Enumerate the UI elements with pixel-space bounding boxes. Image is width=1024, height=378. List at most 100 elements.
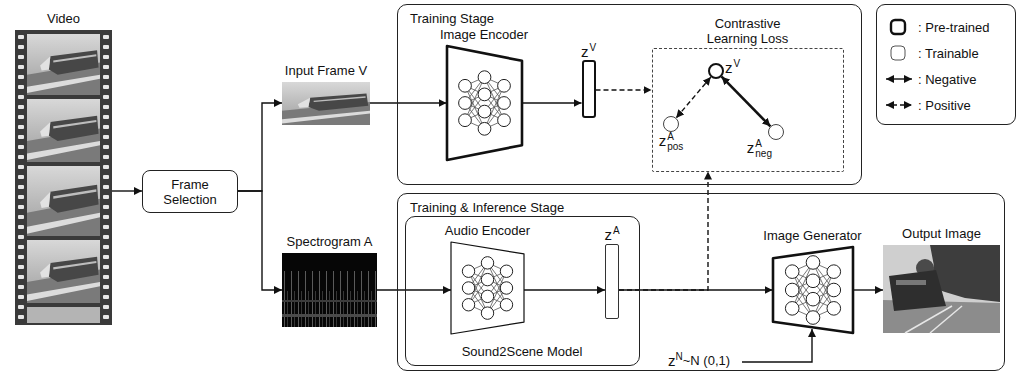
stage-box: Audio EncoderzASound2Scene ModelImage Ge… — [397, 193, 1005, 371]
film-frame — [27, 240, 100, 303]
spectrogram-image — [282, 253, 377, 327]
math-label: zV — [581, 43, 596, 61]
text-holder: Output Image — [902, 224, 981, 242]
output-rail — [930, 306, 962, 333]
network-icon — [773, 247, 853, 333]
math-symbol: z — [725, 59, 733, 77]
text-holder: Training & Inference Stage — [410, 198, 564, 216]
heading-label: Input Frame V — [285, 63, 367, 78]
network-neuron — [785, 264, 799, 278]
math-symbol: z — [668, 352, 676, 370]
legend-sample — [883, 18, 915, 36]
network-neuron — [497, 96, 510, 109]
superscript: V — [734, 59, 741, 69]
loss-box: zVzAposzAnegContrastive Learning Loss — [652, 48, 844, 172]
network-neuron — [497, 113, 510, 126]
network-neuron — [827, 301, 841, 315]
network-neuron — [462, 282, 474, 294]
embedding-bar: zA — [605, 244, 619, 319]
model-box: Audio Encoder zA Sound2Scene Model — [405, 216, 640, 366]
embedding-bar: zV — [582, 60, 596, 118]
process-box: Frame Selection — [142, 170, 238, 213]
math-scripts: Aneg — [755, 139, 772, 159]
output-train-window — [896, 280, 926, 285]
heading-label: Training & Inference Stage — [410, 200, 564, 215]
connector-arrow — [853, 289, 884, 290]
text-holder: Image Generator — [763, 226, 861, 244]
embedding-circle: zAneg — [768, 124, 784, 140]
input-frame-photo — [282, 82, 370, 125]
sprocket-row — [18, 32, 24, 323]
connector-arrow — [112, 190, 142, 191]
network-neuron — [500, 265, 512, 277]
legend-arrow-sample — [886, 104, 912, 105]
spectrogram-band — [282, 314, 377, 317]
network-outline — [451, 242, 524, 334]
network-neuron — [478, 70, 491, 83]
network-neuron — [827, 283, 841, 297]
math-symbol: z — [747, 139, 755, 157]
math-symbol: z — [659, 132, 667, 150]
film-frame — [27, 307, 100, 323]
network-neuron — [806, 255, 820, 269]
heading-label: Training Stage — [410, 11, 494, 26]
network-neuron — [462, 265, 474, 277]
text-holder: Image Encoder — [440, 25, 528, 43]
network-neuron — [458, 113, 471, 126]
spectrogram — [282, 253, 377, 327]
network-neuron — [478, 105, 491, 118]
superscript: A — [667, 132, 683, 142]
math-symbol: z — [604, 226, 612, 244]
heading-label: Contrastive Learning Loss — [693, 16, 803, 46]
legend-row: : Trainable — [877, 40, 1015, 66]
network-neuron — [497, 79, 510, 92]
network-neuron — [481, 273, 493, 285]
text-holder: Input Frame V — [285, 61, 367, 79]
encoder-network: Audio Encoder — [451, 242, 524, 334]
network-neuron — [481, 290, 493, 302]
network-neuron — [462, 299, 474, 311]
film-frame — [27, 34, 100, 95]
image-panel: Output Image — [883, 245, 1000, 333]
embedding-circle: zV — [708, 63, 724, 79]
connector-arrow — [238, 191, 282, 290]
legend-box: : Pre-trained: Trainable: Negative: Posi… — [876, 4, 1016, 125]
output-photo — [883, 245, 1000, 333]
network-neuron — [458, 79, 471, 92]
legend-label: : Trainable — [918, 46, 979, 61]
connector-arrow — [377, 289, 451, 290]
encoder-network: Image Encoder — [447, 46, 522, 160]
math-scripts: V — [734, 59, 741, 69]
network-neuron — [478, 88, 491, 101]
legend-sample — [883, 70, 915, 88]
math-label: zAneg — [747, 139, 772, 159]
heading-label: Spectrogram A — [287, 234, 373, 249]
math-scripts: A — [613, 226, 620, 236]
legend-label: : Negative — [918, 72, 977, 87]
network-neuron — [806, 274, 820, 288]
connector-arrow — [596, 89, 652, 90]
noise-input-wire — [742, 329, 812, 362]
output-sky — [883, 245, 1000, 333]
film-frame — [27, 99, 100, 162]
text-holder: Training Stage — [410, 9, 494, 27]
network-neuron — [806, 292, 820, 306]
connector-arrow — [522, 102, 582, 103]
legend-label: : Pre-trained — [918, 20, 990, 35]
math-scripts: Apos — [667, 132, 683, 152]
heading-label: Image Generator — [763, 228, 861, 243]
legend-row: : Negative — [877, 66, 1015, 92]
legend-sample — [883, 44, 915, 62]
subscript: pos — [667, 142, 683, 152]
generator-network: Image Generator — [773, 247, 853, 333]
network-neuron — [827, 264, 841, 278]
image-panel: Input Frame V — [282, 82, 370, 125]
text-holder: Frame Selection — [149, 177, 231, 207]
image-panel: Spectrogram A — [282, 253, 377, 327]
heading-label: Sound2Scene Model — [462, 344, 583, 359]
heading-label: Video — [47, 11, 80, 26]
text-holder: Contrastive Learning Loss — [693, 16, 803, 46]
connector-arrow — [722, 77, 771, 127]
heading-label: Output Image — [902, 226, 981, 241]
